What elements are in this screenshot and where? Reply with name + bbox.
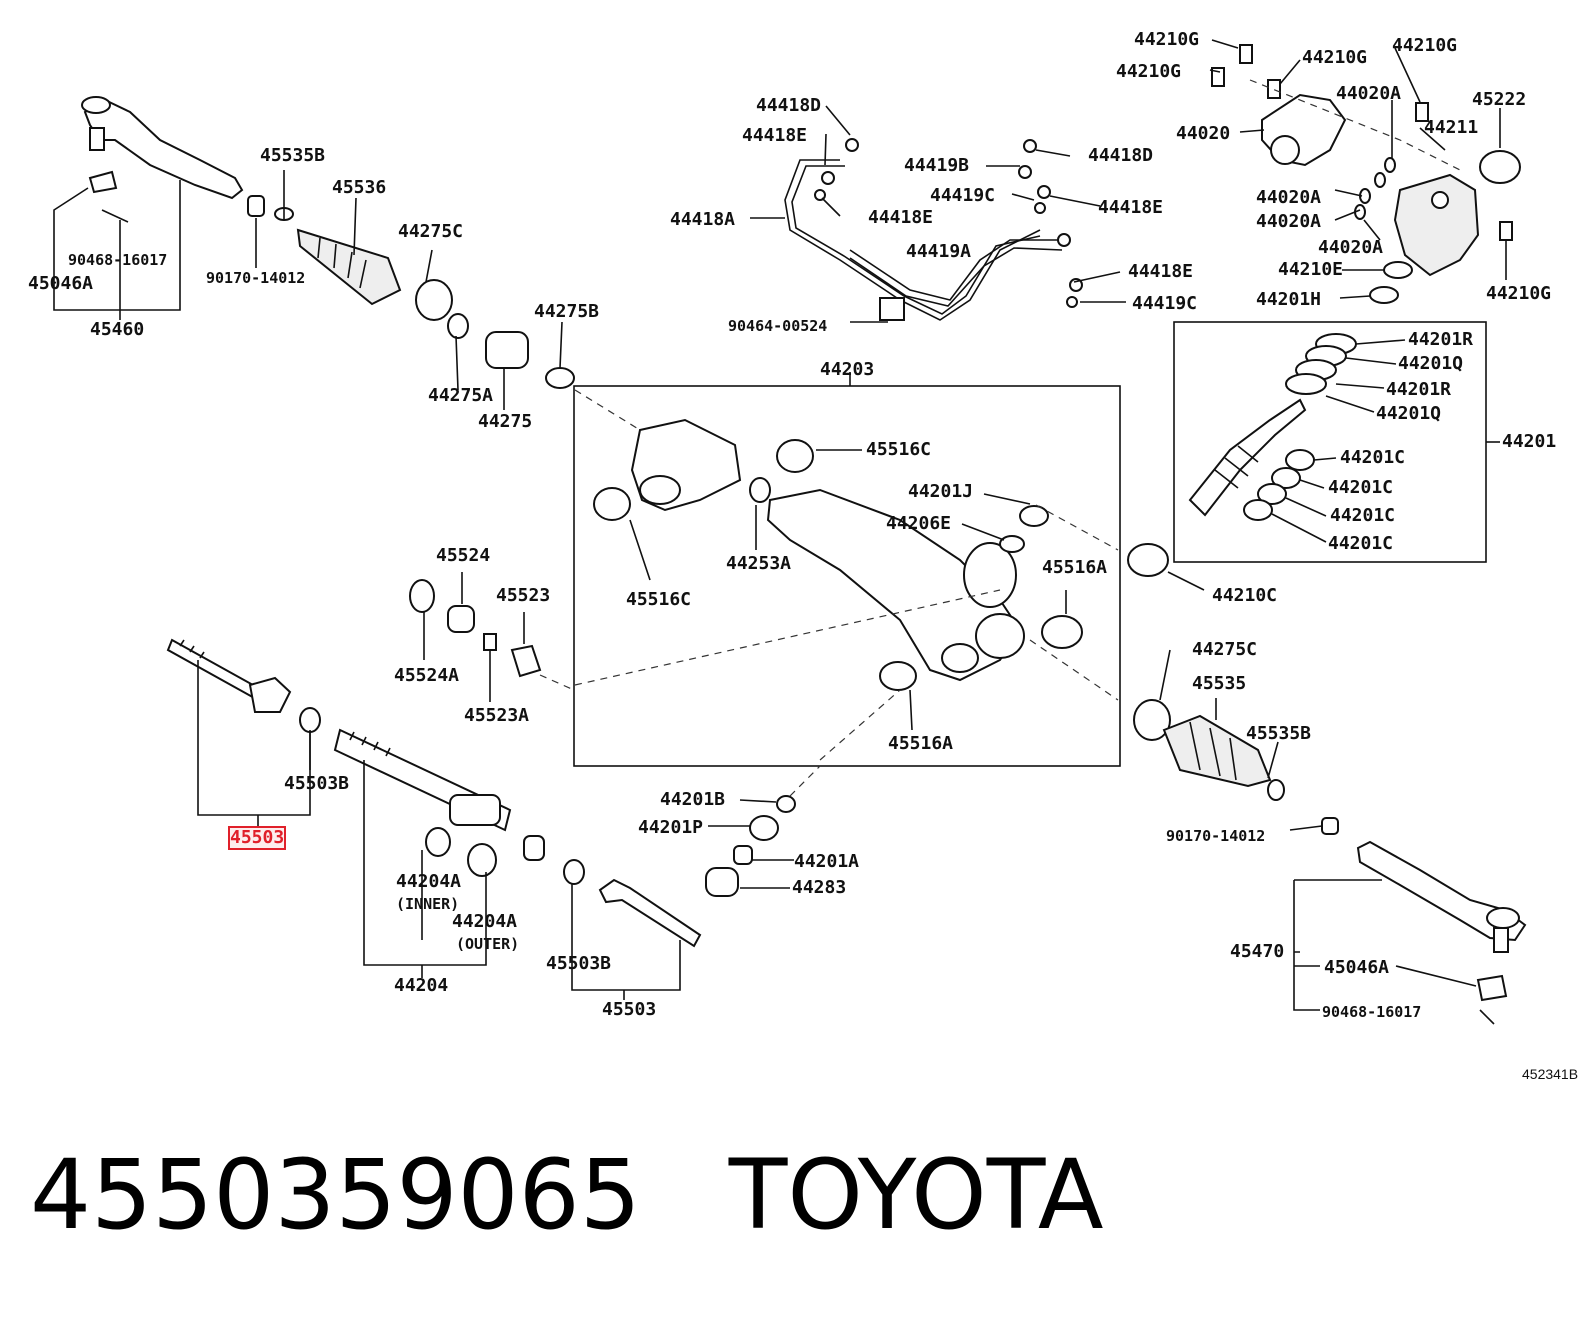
label-44418E-b: 44418E (868, 207, 934, 228)
label-44275A: 44275A (428, 385, 494, 406)
label-44418A: 44418A (670, 209, 736, 230)
label-outer: (OUTER) (456, 935, 520, 953)
label-45524: 45524 (436, 545, 491, 566)
label-44204: 44204 (394, 975, 449, 996)
inner-tie-rod (166, 638, 321, 733)
label-44253A: 44253A (726, 553, 792, 574)
label-45536: 45536 (332, 177, 387, 198)
label-44419C: 44419C (930, 185, 996, 206)
label-44210G-c: 44210G (1302, 47, 1368, 68)
label-45516A: 45516A (1042, 557, 1108, 578)
label-45503B: 45503B (284, 773, 350, 794)
brand-name: TOYOTA (728, 1139, 1104, 1251)
label-44201C-c: 44201C (1330, 505, 1396, 526)
label-44201B: 44201B (660, 789, 726, 810)
tie-rod-end-right (1356, 840, 1527, 1025)
label-45046A-b: 45046A (1324, 957, 1390, 978)
label-45460: 45460 (90, 319, 145, 340)
label-44201R: 44201R (1408, 329, 1474, 350)
label-44210G-d: 44210G (1392, 35, 1458, 56)
label-44020A-c: 44020A (1256, 211, 1322, 232)
label-44283: 44283 (792, 877, 847, 898)
label-45503-highlighted[interactable]: 45503 (227, 826, 287, 850)
label-44210G-a: 44210G (1134, 29, 1200, 50)
valve-spool (1188, 333, 1357, 521)
label-44418D: 44418D (756, 95, 822, 116)
label-44418E-a: 44418E (742, 125, 808, 146)
parts-diagram (53, 39, 1527, 1025)
label-44201Q-b: 44201Q (1376, 403, 1442, 424)
control-valve (1211, 44, 1521, 304)
label-44211: 44211 (1424, 117, 1479, 138)
label-45516C-b: 45516C (626, 589, 692, 610)
label-45535: 45535 (1192, 673, 1247, 694)
label-45516A-b: 45516A (888, 733, 954, 754)
label-44020A: 44020A (1336, 83, 1402, 104)
rack-housing (593, 418, 1169, 691)
label-45523: 45523 (496, 585, 551, 606)
label-44418E-d: 44418E (1128, 261, 1194, 282)
label-44418E-c: 44418E (1098, 197, 1164, 218)
label-90170-14012-left: 90170-14012 (206, 269, 306, 287)
label-44419B: 44419B (904, 155, 970, 176)
label-90468-16017-right: 90468-16017 (1322, 1003, 1422, 1021)
label-45535B-b: 45535B (1246, 723, 1312, 744)
label-45222: 45222 (1472, 89, 1527, 110)
label-44204A-outer: 44204A (452, 911, 518, 932)
label-44275C-b: 44275C (1192, 639, 1258, 660)
label-44419A: 44419A (906, 241, 972, 262)
label-44203: 44203 (820, 359, 875, 380)
label-44201C-b: 44201C (1328, 477, 1394, 498)
label-44204A-inner: 44204A (396, 871, 462, 892)
label-44210C: 44210C (1212, 585, 1278, 606)
tie-rod-end-left (81, 96, 244, 223)
label-45470: 45470 (1230, 941, 1285, 962)
label-45503B-b: 45503B (546, 953, 612, 974)
diagram-code: 452341B (1522, 1066, 1579, 1082)
label-44201C-d: 44201C (1328, 533, 1394, 554)
label-44275B: 44275B (534, 301, 600, 322)
label-45524A: 45524A (394, 665, 460, 686)
label-44201C-a: 44201C (1340, 447, 1406, 468)
label-44210G-b: 44210G (1116, 61, 1182, 82)
label-44201R-b: 44201R (1386, 379, 1452, 400)
label-44275: 44275 (478, 411, 533, 432)
label-44020A-d: 44020A (1318, 237, 1384, 258)
label-44020: 44020 (1176, 123, 1231, 144)
label-90170-14012-right: 90170-14012 (1166, 827, 1266, 845)
label-44419C-b: 44419C (1132, 293, 1198, 314)
label-inner: (INNER) (396, 895, 460, 913)
label-44275C: 44275C (398, 221, 464, 242)
label-45503-b: 45503 (602, 999, 657, 1020)
label-45535B: 45535B (260, 145, 326, 166)
label-44210E: 44210E (1278, 259, 1344, 280)
label-44201H: 44201H (1256, 289, 1322, 310)
label-44201P: 44201P (638, 817, 704, 838)
label-45046A: 45046A (28, 273, 94, 294)
label-90468-16017-left: 90468-16017 (68, 251, 168, 269)
label-44210G-e: 44210G (1486, 283, 1552, 304)
label-44201J: 44201J (908, 481, 974, 502)
label-45523A: 45523A (464, 705, 530, 726)
label-44201A: 44201A (794, 851, 860, 872)
pressure-lines (784, 138, 1083, 321)
part-number: 4550359065 (30, 1139, 641, 1251)
label-44201Q: 44201Q (1398, 353, 1464, 374)
label-44201: 44201 (1502, 431, 1557, 452)
footer-caption: 4550359065 TOYOTA (30, 1140, 1104, 1250)
label-44206E: 44206E (886, 513, 952, 534)
label-45516C-a: 45516C (866, 439, 932, 460)
rack-bar (333, 728, 545, 877)
label-44418D-c: 44418D (1088, 145, 1154, 166)
label-44020A-b: 44020A (1256, 187, 1322, 208)
label-90464-00524: 90464-00524 (728, 317, 828, 335)
